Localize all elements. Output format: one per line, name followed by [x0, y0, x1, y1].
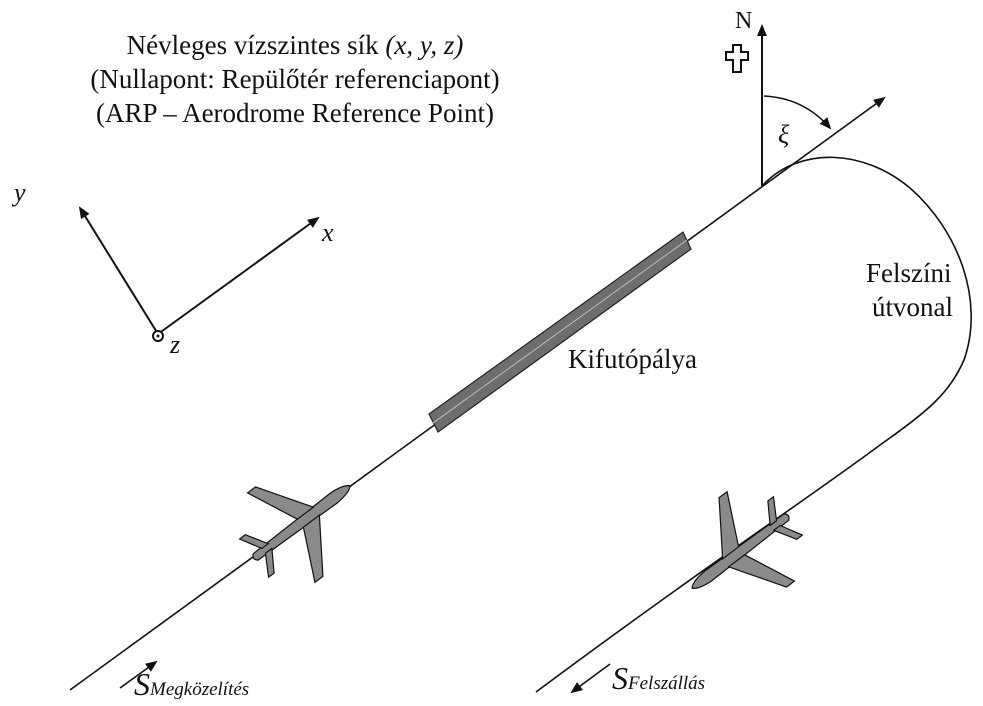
y-axis-label: y: [14, 178, 26, 207]
title-line3: (ARP – Aerodrome Reference Point): [96, 98, 494, 128]
x-axis-line: [157, 216, 320, 335]
approach-aircraft-icon: [238, 485, 351, 584]
approach-direction-arrow: [119, 660, 158, 689]
plane-title: Névleges vízszintes sík (x, y, z) (Nulla…: [0, 28, 590, 130]
surface-route: [535, 156, 972, 693]
departure-subscript: Felszállás: [628, 673, 706, 694]
departure-aircraft-icon: [691, 490, 804, 589]
approach-subscript: Megközelítés: [150, 679, 250, 700]
runway-label: Kifutópálya: [568, 344, 697, 374]
title-line1-prefix: Névleges vízszintes sík: [126, 30, 379, 60]
route-label-line2: útvonal: [872, 292, 953, 322]
runway: [428, 231, 692, 433]
departure-label: SFelszállás: [612, 660, 705, 697]
heading-angle-arc: [763, 95, 832, 130]
departure-direction-arrow: [570, 663, 611, 694]
title-line2: (Nullapont: Repülőtér referenciapont): [90, 64, 500, 94]
z-axis-label: z: [170, 330, 181, 359]
heading-angle-label: ξ: [778, 120, 790, 149]
coordinate-axes: [78, 206, 320, 342]
x-axis-label: x: [322, 218, 334, 247]
route-label-line1: Felszíni: [866, 258, 952, 288]
y-axis-line: [78, 206, 159, 335]
departure-symbol: S: [612, 660, 628, 696]
title-line1-coords: (x, y, z): [385, 30, 464, 60]
north-label: N: [735, 8, 753, 34]
north-cross-icon: [725, 44, 749, 73]
approach-symbol: S: [134, 666, 150, 702]
north-reference: [725, 24, 832, 186]
approach-label: SMegközelítés: [134, 666, 249, 703]
